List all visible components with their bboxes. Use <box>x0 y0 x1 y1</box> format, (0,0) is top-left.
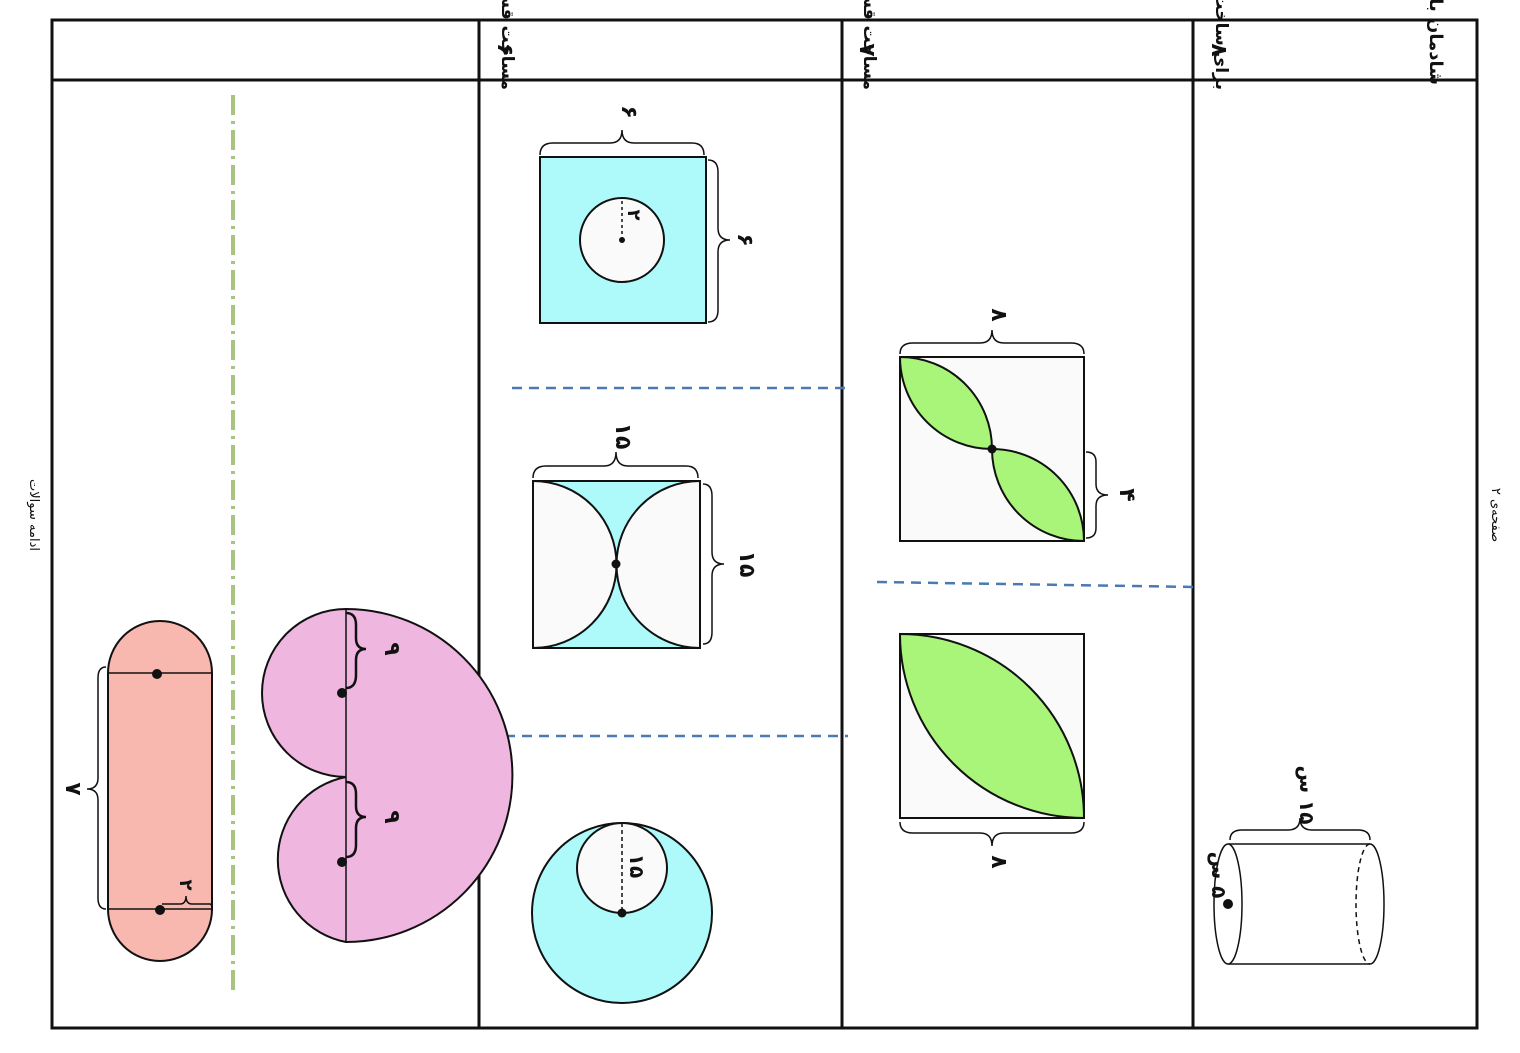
q6-fig2-right-label: ۱۵ <box>734 551 759 578</box>
q7-fig1-half-label: ۴ <box>1114 488 1139 501</box>
q7-fig1-top-label: ۸ <box>986 308 1011 322</box>
q8-length-label: ۱۵ س <box>1295 766 1319 825</box>
semicircle-radius-a-label: ۹ <box>379 642 404 655</box>
question-text-8: برای ساخت استوانه ی رو به رو چند سانتی م… <box>1211 0 1231 90</box>
semicircle-radius-b-label: ۹ <box>379 810 404 823</box>
q7-fig2-bottom-label: ۸ <box>986 855 1011 869</box>
q6-fig2-top-label: ۱۵ <box>610 423 635 450</box>
q8-figure-cylinder: ۱۵ س ۵ س <box>1207 766 1385 965</box>
q6-fig1-radius-label: ۲ <box>623 210 644 221</box>
figure-stadium: ۷ ۲ <box>60 620 213 962</box>
q8-radius-label: ۵ س <box>1207 852 1231 899</box>
q6-fig3-diameter-label: ۱۵ <box>625 854 649 878</box>
page-label: صفحه‌ی ۲ <box>1488 488 1503 542</box>
question-table <box>50 18 1479 1030</box>
q6-figure-nested-circles: ۱۵ <box>531 822 713 1004</box>
q7-figure-two-leaves: ۸ ۴ <box>898 308 1139 543</box>
question-number-8: ۸ <box>1206 43 1231 57</box>
q6-fig1-right-label: ۶ <box>732 233 757 246</box>
question-number-7: ۷ <box>854 43 879 57</box>
dashed-connectors <box>505 386 1196 738</box>
question-text-7: مساحت قسمت های رنگ شده را به دست آورید .… <box>859 0 881 90</box>
stadium-radius-label: ۲ <box>175 880 196 891</box>
question-text-6: مساحت قسمت های رنگ شده را به دست آورید .… <box>497 0 519 90</box>
q6-figure-square-arcs: ۱۵ ۱۵ <box>532 423 759 650</box>
stadium-length-label: ۷ <box>60 782 85 796</box>
q6-fig1-top-label: ۶ <box>616 105 641 118</box>
q7-figure-one-leaf: ۸ <box>898 632 1086 869</box>
question-number-6: ۶ <box>492 43 517 56</box>
closing-text: شادمان باشید <box>1425 0 1446 85</box>
margin-note: ادامه سوالات <box>26 479 41 551</box>
figure-double-semicircle: ۹ ۹ <box>261 607 514 944</box>
q6-figure-square-circle: ۶ ۶ ۲ <box>539 105 757 324</box>
